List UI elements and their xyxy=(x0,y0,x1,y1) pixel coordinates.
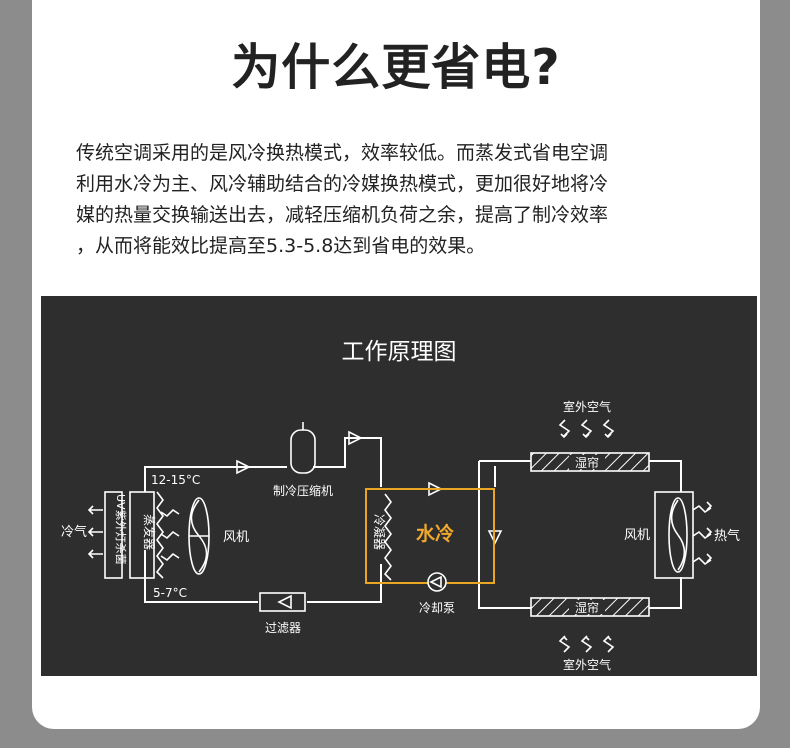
air-out-icon xyxy=(692,527,713,540)
uv-unit: UV紫外灯杀菌 蒸发器 xyxy=(104,491,164,579)
uv-lamp-box xyxy=(104,491,123,579)
arrow-left-icon xyxy=(87,549,103,559)
evaporator-box xyxy=(129,491,155,579)
evaporator-coil xyxy=(155,491,164,579)
bottom-pipe-left xyxy=(144,550,258,603)
bottom-pipe-right xyxy=(307,564,382,603)
air-flow-icon xyxy=(160,530,180,540)
fan-right-label: 风机 xyxy=(624,528,650,543)
air-up-icon xyxy=(602,635,615,653)
fan-blade xyxy=(198,535,208,573)
fan-blade xyxy=(190,499,200,537)
condenser-label: 冷凝器 xyxy=(372,514,387,550)
temp-high-label: 12-15°C xyxy=(151,473,200,487)
cooling-pump-label: 冷却泵 xyxy=(419,601,455,615)
air-down-icon xyxy=(580,419,593,439)
fan-left xyxy=(188,497,210,575)
filter-icon xyxy=(259,592,306,612)
water-pipe-bottom-right xyxy=(649,577,682,609)
flow-arrow xyxy=(236,459,251,475)
evaporator-label: 蒸发器 xyxy=(142,514,157,550)
condenser-coil xyxy=(383,493,392,581)
hot-air-arrows xyxy=(692,501,713,566)
wet-curtain-top-label: 湿帘 xyxy=(575,455,599,470)
wet-curtain-bottom-label: 湿帘 xyxy=(575,600,599,615)
cold-air-arrows xyxy=(87,505,103,559)
air-out-icon xyxy=(692,501,713,514)
compressor xyxy=(290,422,316,474)
compressor-label: 制冷压缩机 xyxy=(273,483,333,498)
description-line: 利用水冷为主、风冷辅助结合的冷媒换热模式，更加很好地将冷 xyxy=(76,173,609,195)
description-line: 传统空调采用的是风冷换热模式，效率较低。而蒸发式省电空调 xyxy=(76,142,609,164)
fan-blade xyxy=(677,534,686,571)
air-down-icon xyxy=(558,419,571,439)
flow-arrow xyxy=(277,594,292,610)
fan-left-label: 风机 xyxy=(223,530,249,545)
water-cooling-label: 水冷 xyxy=(416,522,454,545)
outdoor-air-top-arrows xyxy=(558,419,615,439)
description-line: ，从而将能效比提高至5.3-5.8达到省电的效果。 xyxy=(76,235,486,257)
label-bg xyxy=(569,455,605,469)
compressor-icon xyxy=(290,429,316,474)
fan-housing xyxy=(654,491,694,579)
pump-arrow-icon xyxy=(429,575,442,589)
air-up-icon xyxy=(580,635,593,653)
fan-icon xyxy=(668,497,688,573)
temp-low-label: 5-7°C xyxy=(153,586,187,600)
arrow-left-icon xyxy=(87,527,103,537)
outdoor-air-bottom-arrows xyxy=(558,635,615,653)
uv-lamp-label: UV紫外灯杀菌 xyxy=(114,494,128,565)
refrigerant-loop xyxy=(144,437,682,609)
air-up-icon xyxy=(558,635,571,653)
arrow-left-icon xyxy=(87,505,103,515)
wet-curtain-bottom: 湿帘 xyxy=(530,597,650,617)
flow-arrow xyxy=(348,430,363,446)
description: 传统空调采用的是风冷换热模式，效率较低。而蒸发式省电空调 利用水冷为主、风冷辅助… xyxy=(76,138,726,262)
water-pipe-left xyxy=(478,461,531,609)
air-out-icon xyxy=(692,553,713,566)
diagram-panel: 工作原理图 UV紫外灯杀菌 蒸发器 冷气 xyxy=(41,296,757,676)
air-flow-icon xyxy=(160,552,180,562)
description-line: 媒的热量交换输送出去，减轻压缩机负荷之余，提高了制冷效率 xyxy=(76,204,609,226)
page-title: 为什么更省电? xyxy=(231,39,561,96)
label-bg xyxy=(569,600,605,614)
fan-right xyxy=(654,491,694,579)
cold-air-label: 冷气 xyxy=(61,524,87,540)
hot-air-label: 热气 xyxy=(714,528,740,544)
filter-label: 过滤器 xyxy=(265,621,301,635)
outdoor-air-top-label: 室外空气 xyxy=(563,399,611,414)
wet-curtain-top: 湿帘 xyxy=(530,452,650,472)
air-down-icon xyxy=(602,419,615,439)
cooling-pump xyxy=(427,572,447,592)
diagram-title: 工作原理图 xyxy=(342,339,457,365)
air-squiggles xyxy=(160,508,180,562)
water-pipe-top-right xyxy=(649,460,682,492)
air-flow-icon xyxy=(160,508,180,518)
outdoor-air-bottom-label: 室外空气 xyxy=(563,657,611,672)
top-pipe-left xyxy=(144,466,287,492)
top-pipe-right xyxy=(313,437,382,487)
filter xyxy=(259,592,306,612)
fan-blade xyxy=(670,499,679,536)
working-principle-diagram: 工作原理图 UV紫外灯杀菌 蒸发器 冷气 xyxy=(61,339,740,672)
